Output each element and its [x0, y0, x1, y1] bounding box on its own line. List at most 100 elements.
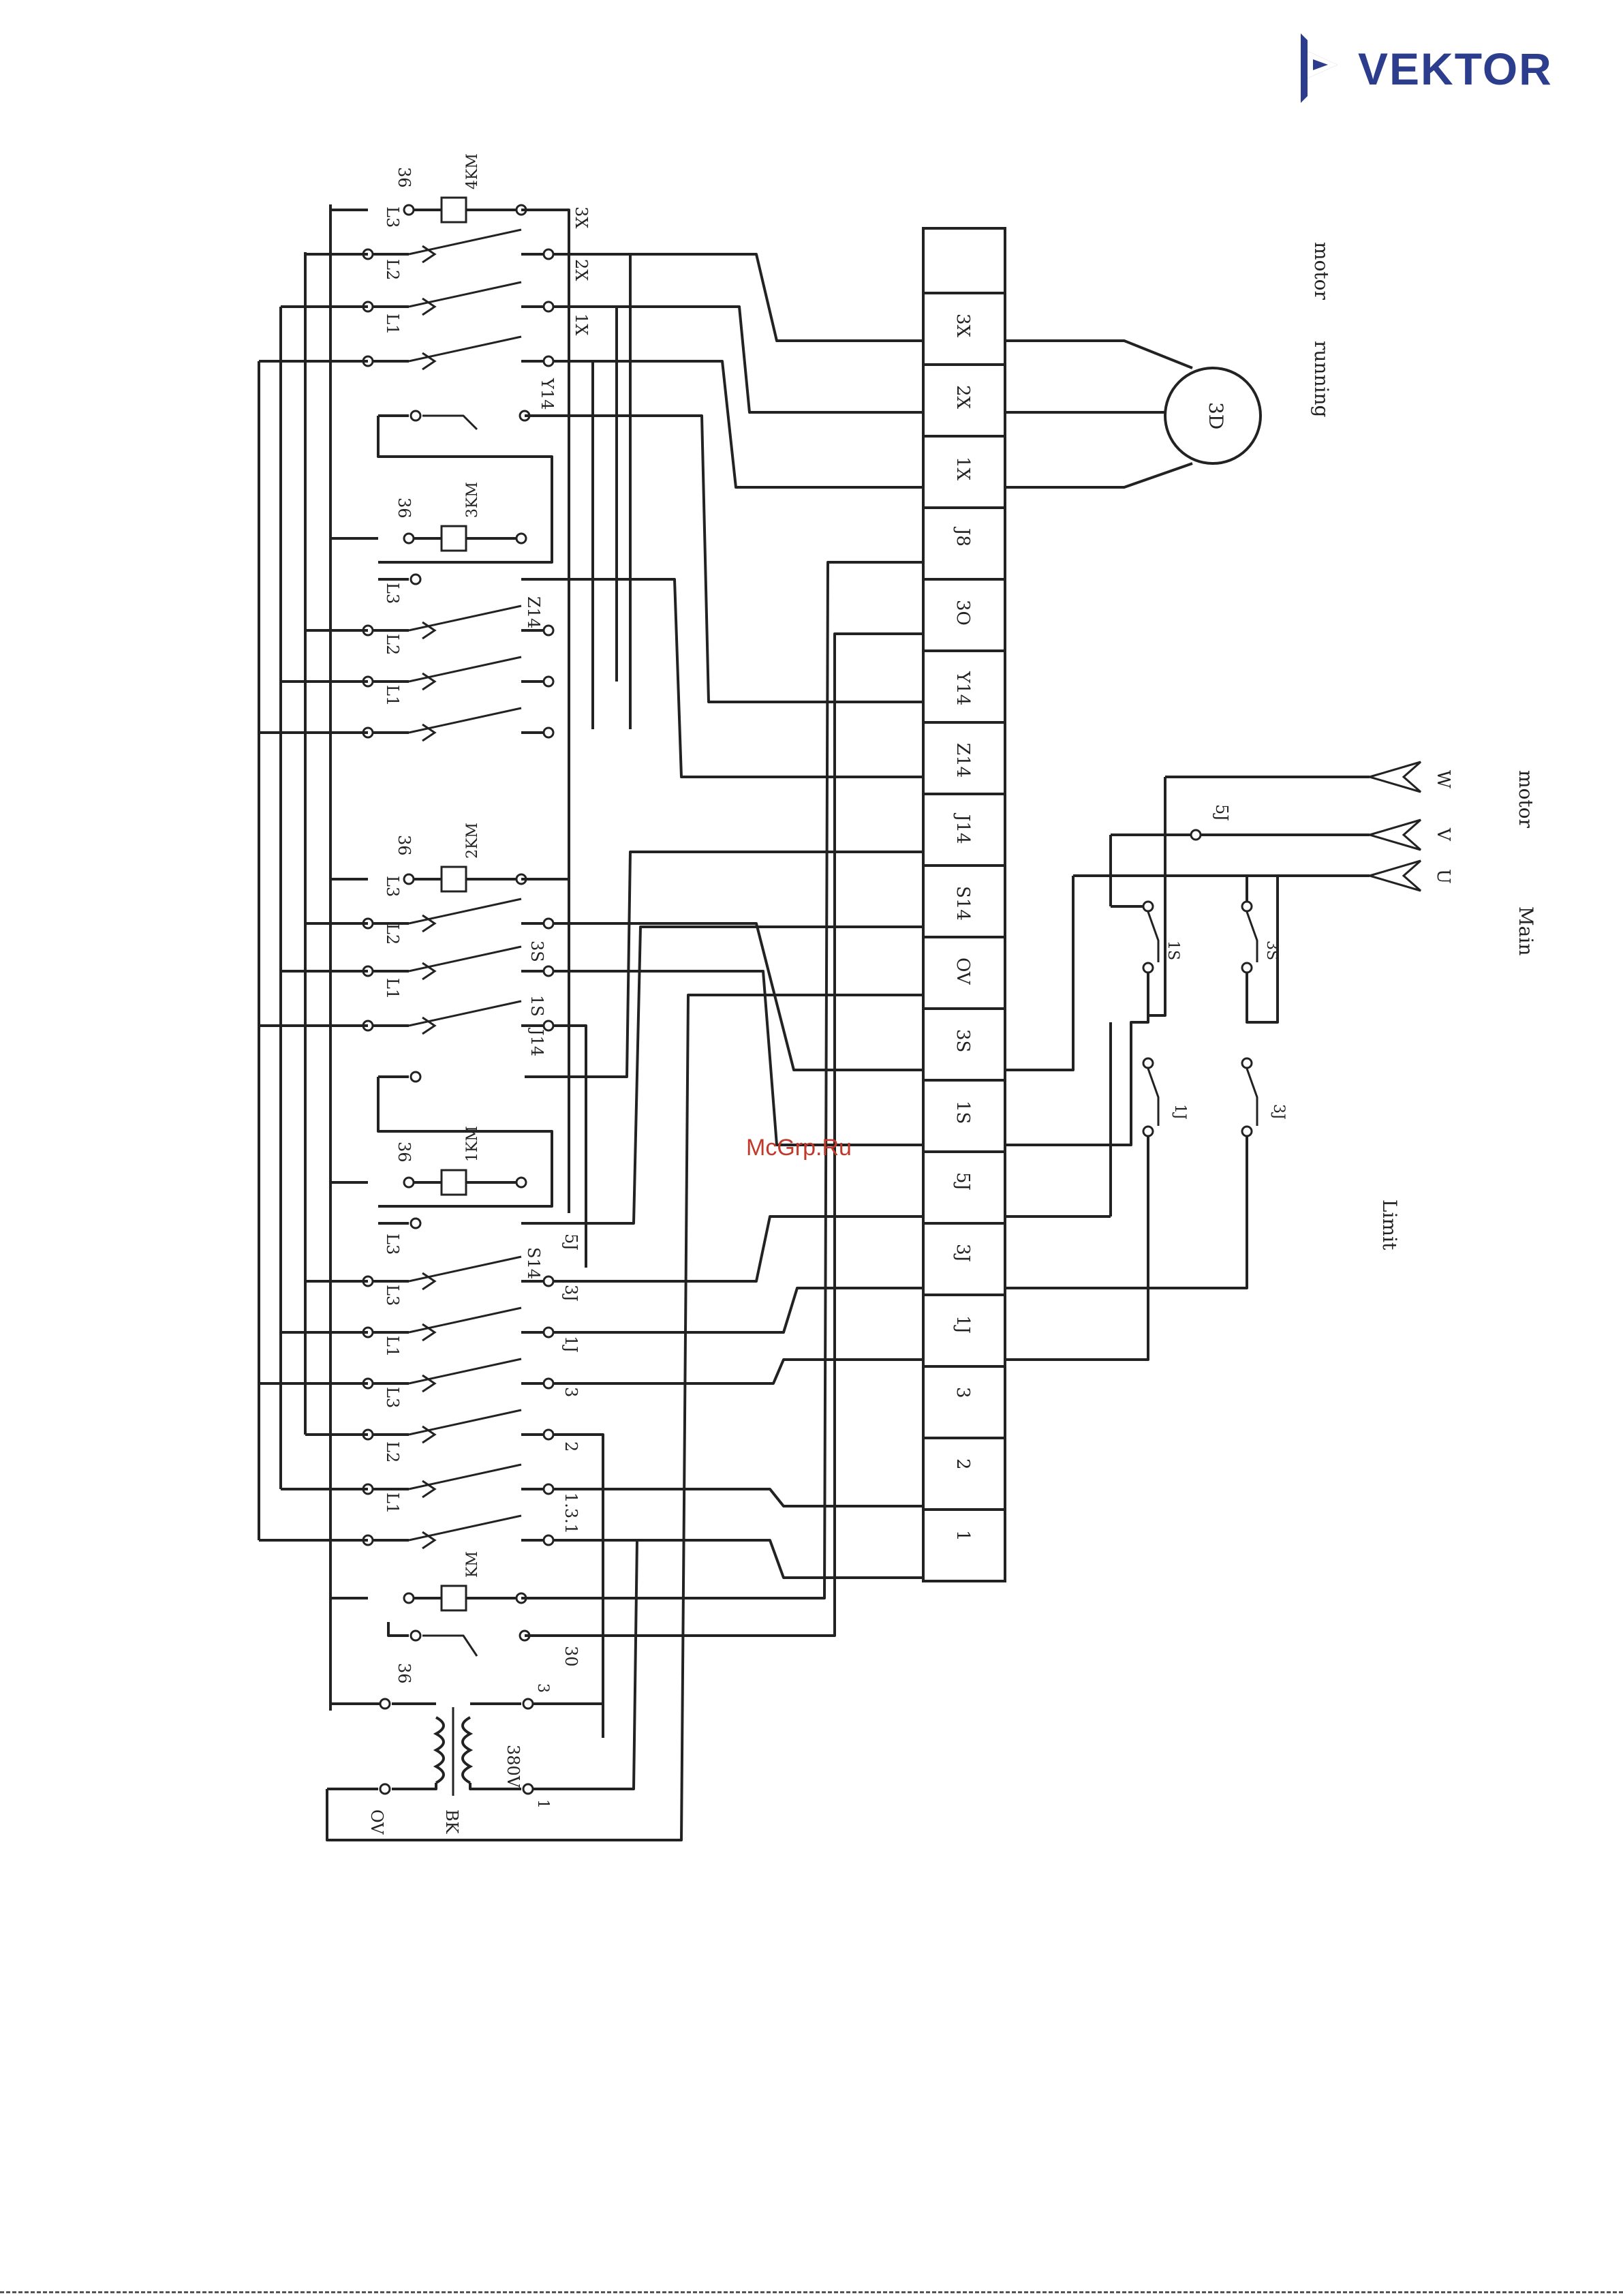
terminal-label: 3X — [953, 313, 973, 338]
terminal-node — [523, 1784, 533, 1794]
coil-1km-b — [516, 1178, 526, 1187]
wire-1x — [554, 361, 923, 487]
contact-4km-0-blade — [409, 230, 521, 254]
pole-label: L2 — [383, 634, 402, 655]
contact-1km-2-blade — [409, 1359, 521, 1383]
output-label: 3X — [572, 206, 591, 228]
pole-label: L3 — [383, 583, 402, 604]
contact-2km-0-out — [544, 919, 553, 928]
transformer-primary-label: 380V — [504, 1745, 523, 1788]
coil-3km-box — [442, 526, 466, 551]
terminal-label: OV — [953, 958, 973, 985]
wire-1j — [554, 1360, 923, 1383]
output-label: 1S — [527, 995, 546, 1017]
aux-label: Z14 — [524, 596, 543, 628]
coil-4km-voltage: 36 — [395, 167, 414, 188]
pole-label: L2 — [383, 923, 402, 945]
terminal-label: J8 — [953, 526, 973, 547]
phase-label: U — [1433, 869, 1453, 884]
terminal-cell — [923, 1510, 1005, 1581]
coil-km-box — [442, 1586, 466, 1610]
coil-km-a — [404, 1593, 414, 1603]
contact-4km-1-blade — [409, 282, 521, 307]
running-motor-text: running — [1310, 341, 1333, 417]
wire — [388, 1622, 409, 1636]
coil-1km-a — [404, 1178, 414, 1187]
terminal-label: 1S — [953, 1101, 973, 1124]
wire-3x — [554, 254, 923, 341]
wire-3s — [554, 923, 923, 1070]
pole-label: L3 — [383, 876, 402, 897]
contact-3km-0-out — [544, 626, 553, 635]
terminal-node — [411, 1072, 420, 1082]
limit-switch-label: 3J — [1270, 1104, 1287, 1120]
wire — [1005, 1137, 1148, 1360]
wire-y14 — [525, 416, 923, 702]
bottom-rule — [0, 2291, 1623, 2293]
pole-label: L1 — [383, 1336, 402, 1357]
main-motor-text: motor — [1515, 770, 1537, 829]
terminal-label: 2 — [953, 1458, 973, 1470]
contact-1km-3-out — [544, 1430, 553, 1439]
pole-label: L3 — [383, 206, 402, 228]
terminal-label: J14 — [953, 812, 973, 844]
transformer-secondary-winding — [436, 1717, 444, 1783]
wire — [1005, 463, 1192, 487]
phase-arrow — [1370, 762, 1421, 792]
wire — [392, 1783, 436, 1789]
output-label: 1.3.1 — [561, 1493, 581, 1534]
terminal-node — [1143, 1058, 1153, 1068]
contact-1km-5-out — [544, 1535, 553, 1545]
terminal-node — [411, 1631, 420, 1640]
limit-switch-label: 1J — [1171, 1104, 1188, 1120]
wire — [1005, 973, 1148, 1145]
transformer-left-label: OV — [367, 1809, 386, 1835]
contact-4km-2-blade — [409, 337, 521, 361]
output-label: 3 — [561, 1387, 581, 1397]
contact-1km-4-out — [544, 1484, 553, 1494]
pole-label: L1 — [383, 685, 402, 706]
contact-1km-4-blade — [409, 1465, 521, 1489]
contact-2km-1-out — [544, 966, 553, 976]
wire — [1148, 777, 1165, 1015]
terminal-label: 3 — [953, 1387, 973, 1398]
terminal-node — [1191, 830, 1201, 840]
running-motor-label: 3D — [1205, 402, 1227, 429]
main-motor-text: Main — [1515, 906, 1537, 955]
transformer-primary-winding — [463, 1717, 470, 1783]
coil-3km-voltage: 36 — [395, 498, 414, 519]
pole-label: L2 — [383, 259, 402, 280]
terminal-label: Z14 — [953, 743, 973, 778]
terminal-label: S14 — [953, 886, 973, 921]
wire-j14 — [525, 852, 923, 1077]
contact-3km-1-out — [544, 677, 553, 686]
contact-1km-0-blade — [409, 1257, 521, 1281]
terminal-node — [1242, 1058, 1252, 1068]
contact-1km-0-out — [544, 1276, 553, 1286]
aux-label: J14 — [527, 1027, 546, 1056]
phase-label: W — [1433, 770, 1453, 789]
watermark: McGrp.Ru — [746, 1135, 852, 1161]
contact-3km-2-out — [544, 728, 553, 737]
limit-switch-1s — [1148, 912, 1158, 962]
terminal-node — [411, 575, 420, 584]
terminal-node — [1242, 963, 1252, 973]
terminal-label: 2X — [953, 385, 973, 410]
limit-switch-1j — [1148, 1069, 1158, 1126]
limit-switch-3j — [1247, 1069, 1257, 1126]
coil-1km-voltage: 36 — [395, 1142, 414, 1163]
coil-1km-label: 1KM — [464, 1126, 481, 1162]
contact-4km-2-out — [544, 356, 553, 366]
coil-3km-label: 3KM — [464, 482, 481, 518]
terminal-label: 3S — [953, 1029, 973, 1052]
terminal-label: Y14 — [953, 671, 973, 705]
pole-label: L1 — [383, 313, 402, 335]
coil-2km-label: 2KM — [464, 823, 481, 859]
aux-label: Y14 — [538, 378, 557, 410]
running-motor-text: motor — [1310, 242, 1333, 301]
transformer-tap-label: 3 — [534, 1683, 551, 1693]
coil-3km-a — [404, 534, 414, 543]
terminal-node — [380, 1784, 390, 1794]
main-motor-switch-label: 5J — [1212, 804, 1231, 821]
coil-2km-box — [442, 867, 466, 891]
